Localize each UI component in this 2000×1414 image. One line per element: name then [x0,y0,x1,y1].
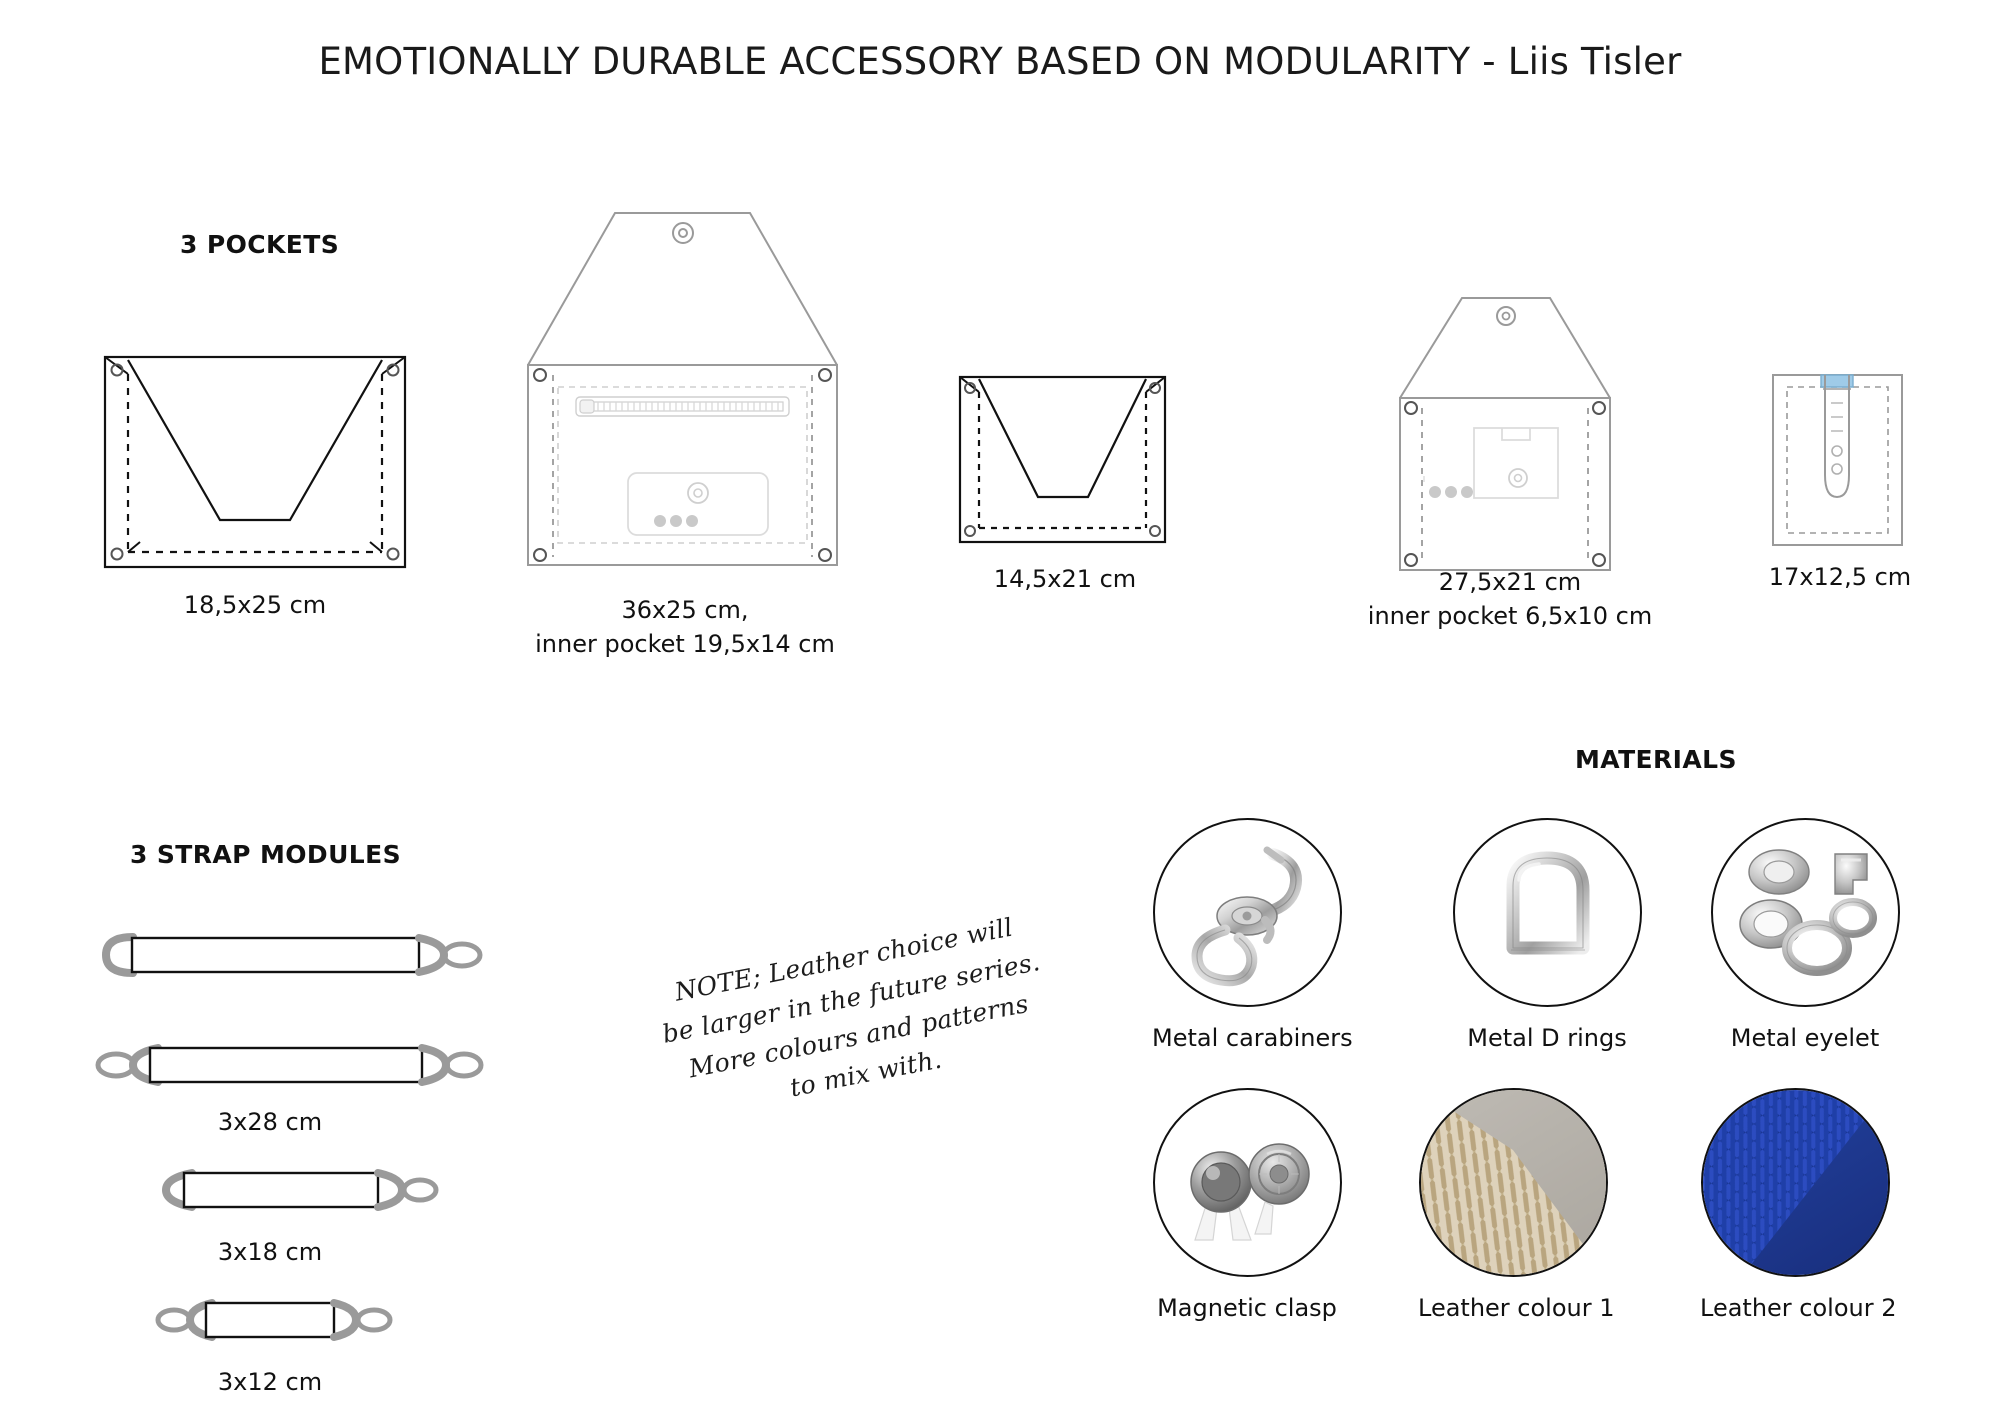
material-metal-carabiners: Metal carabiners [1152,818,1353,1052]
leather-swatch-1 [1418,1088,1608,1277]
material-leather-colour-2: Leather colour 2 [1700,1088,1897,1322]
material-metal-d-rings: Metal D rings [1452,818,1642,1052]
pocket-diagram-1 [100,352,410,572]
pocket-diagram-4 [1390,290,1620,580]
material-metal-eyelet: Metal eyelet [1710,818,1900,1052]
material-label: Metal eyelet [1730,1024,1880,1052]
material-leather-colour-1: Leather colour 1 [1418,1088,1615,1322]
pocket-caption-2: 36x25 cm, inner pocket 19,5x14 cm [535,596,835,659]
strap-caption-3: 3x18 cm [217,1238,323,1266]
pocket-caption-5: 17x12,5 cm [1768,563,1912,591]
strap-diagram-4 [150,1290,410,1350]
leather-note: NOTE; Leather choice will be larger in t… [659,912,1043,1103]
material-label: Magnetic clasp [1157,1294,1337,1322]
pocket-diagram-2 [520,205,845,575]
pocket-caption-4: 27,5x21 cm inner pocket 6,5x10 cm [1367,568,1653,631]
eyelet-icon [1710,818,1900,1007]
material-label: Leather colour 2 [1700,1294,1897,1322]
d-ring-icon [1452,818,1642,1007]
material-magnetic-clasp: Magnetic clasp [1152,1088,1342,1322]
straps-heading: 3 STRAP MODULES [130,840,401,869]
strap-diagram-2 [88,1035,488,1095]
materials-heading: MATERIALS [1575,745,1737,774]
pocket-caption-1: 18,5x25 cm [183,591,327,619]
carabiner-icon [1152,818,1342,1007]
strap-diagram-3 [140,1160,440,1220]
strap-caption-2: 3x28 cm [217,1108,323,1136]
page-title: EMOTIONALLY DURABLE ACCESSORY BASED ON M… [318,40,1682,83]
material-label: Metal D rings [1467,1024,1627,1052]
pockets-heading: 3 POCKETS [180,230,340,259]
material-label: Leather colour 1 [1418,1294,1615,1322]
pocket-diagram-5 [1765,365,1910,555]
pocket-diagram-3 [955,372,1170,547]
strap-caption-4: 3x12 cm [217,1368,323,1396]
strap-diagram-1 [88,925,488,985]
leather-swatch-2 [1700,1088,1890,1277]
material-label: Metal carabiners [1152,1024,1353,1052]
magnetic-clasp-icon [1152,1088,1342,1277]
pocket-caption-3: 14,5x21 cm [993,565,1137,593]
